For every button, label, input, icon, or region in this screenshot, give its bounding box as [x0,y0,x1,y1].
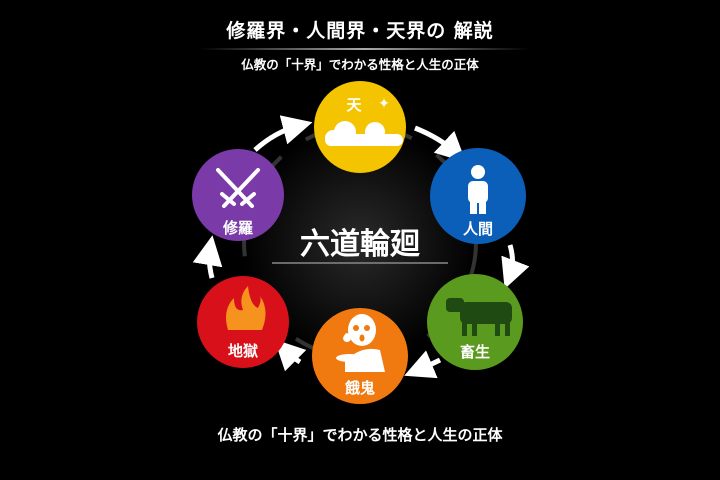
arrow-4 [274,339,307,372]
arrow-3 [404,350,442,379]
realm-ningen: 人間 [430,148,526,244]
svg-text:天: 天 [346,96,362,114]
svg-text:人間: 人間 [463,220,493,238]
realm-shura: 修羅 [192,149,284,241]
footer-caption: 仏教の「十界」でわかる性格と人生の正体 [217,426,503,444]
page-title: 修羅界・人間界・天界の 解説 [226,20,494,42]
sparkle-icon: ✦ [378,96,390,112]
arrow-5 [192,235,223,279]
subtitle: 仏教の「十界」でわかる性格と人生の正体 [241,57,479,72]
center-label: 六道輪廻 [300,227,420,262]
realm-ten: 天 ✦ [314,81,406,173]
arrow-6 [253,115,313,152]
center-glow [242,124,478,360]
realm-chikusho: 畜生 [427,274,523,370]
fire-icon [226,286,266,330]
ghost-icon [336,314,385,372]
svg-text:畜生: 畜生 [460,343,490,361]
realm-jigoku: 地獄 [197,276,289,368]
crossed-swords-icon [216,168,260,208]
arrow-1 [414,125,466,163]
arrow-2 [501,244,530,290]
realm-gaki: 餓鬼 [312,308,408,404]
cloud-icon [325,121,403,146]
cow-icon [446,298,512,336]
svg-text:修羅: 修羅 [222,219,253,237]
svg-text:餓鬼: 餓鬼 [345,379,375,397]
person-icon [468,165,488,214]
title-divider [200,48,530,50]
cycle-arrows [192,115,530,379]
svg-text:地獄: 地獄 [228,342,258,360]
